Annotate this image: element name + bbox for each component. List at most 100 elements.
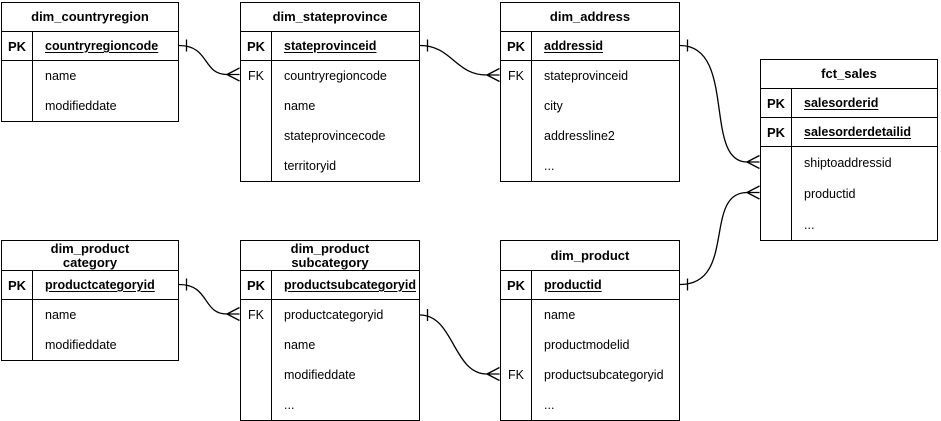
key-cell: PK <box>2 32 33 60</box>
field-name: name <box>45 69 77 83</box>
field-row: FK productsubcategoryid <box>501 360 679 390</box>
field-name: ... <box>544 398 555 412</box>
relationship-productsubcategory-product <box>419 309 500 382</box>
entity-dim-address: dim_address PK addressid FK stateprovinc… <box>500 2 680 182</box>
pk-row: PK countryregioncode <box>2 32 178 61</box>
key-cell: PK <box>501 271 532 299</box>
entity-dim-productcategory: dim_product category PK productcategoryi… <box>1 240 179 361</box>
entity-dim-product: dim_product PK productid name productmod… <box>500 240 680 421</box>
field-row: ... <box>241 390 419 420</box>
key-cell <box>241 360 272 390</box>
entity-title: dim_countryregion <box>2 3 178 32</box>
field-row: ... <box>501 390 679 420</box>
field-row: modifieddate <box>2 91 178 121</box>
field-name: countryregioncode <box>284 69 387 83</box>
relationship-productcategory-productsubcategory <box>178 278 240 322</box>
key-cell: PK <box>501 32 532 60</box>
pk-row: PK productsubcategoryid <box>241 271 419 300</box>
entity-title: dim_address <box>501 3 679 32</box>
relationship-product-fctsales <box>679 185 760 291</box>
entity-dim-productsubcategory: dim_product subcategory PK productsubcat… <box>240 240 420 421</box>
entity-title: fct_sales <box>761 60 937 89</box>
key-cell <box>241 151 272 181</box>
field-name: stateprovinceid <box>544 69 629 83</box>
field-row: ... <box>761 209 937 240</box>
field-name: territoryid <box>284 159 337 173</box>
relationship-stateprovince-address <box>419 39 500 83</box>
field-row: ... <box>501 151 679 181</box>
crow-foot-marker <box>746 185 760 200</box>
pk-row: PK salesorderid <box>761 89 937 118</box>
field-name: city <box>544 99 563 113</box>
field-name: addressid <box>544 39 604 53</box>
crow-foot-marker <box>486 366 500 382</box>
crow-foot-marker <box>226 306 240 322</box>
field-row: name <box>241 330 419 360</box>
field-name: modifieddate <box>284 368 356 382</box>
field-row: modifieddate <box>2 330 178 360</box>
field-row: name <box>2 300 178 330</box>
key-cell <box>2 61 33 91</box>
field-name: salesorderdetailid <box>804 125 911 139</box>
field-name: name <box>284 338 316 352</box>
pk-row: PK stateprovinceid <box>241 32 419 61</box>
key-cell <box>2 330 33 360</box>
field-name: addressline2 <box>544 129 615 143</box>
field-row: productid <box>761 178 937 209</box>
field-row: name <box>241 91 419 121</box>
key-cell: FK <box>501 360 532 390</box>
entity-title: dim_product <box>501 241 679 271</box>
field-name: productmodelid <box>544 338 630 352</box>
field-row: name <box>501 300 679 330</box>
field-row: FK productcategoryid <box>241 300 419 330</box>
pk-row: PK productcategoryid <box>2 271 178 300</box>
field-row: stateprovincecode <box>241 121 419 151</box>
key-cell <box>501 330 532 360</box>
key-cell <box>501 151 532 181</box>
field-name: productcategoryid <box>284 308 384 322</box>
entity-title: dim_stateprovince <box>241 3 419 32</box>
field-name: productsubcategoryid <box>284 278 416 292</box>
key-cell: PK <box>241 271 272 299</box>
field-name: stateprovincecode <box>284 129 386 143</box>
field-name: productid <box>544 278 602 292</box>
field-name: productid <box>804 186 856 201</box>
field-row: name <box>2 61 178 91</box>
key-cell <box>241 91 272 121</box>
crow-foot-marker <box>746 154 760 170</box>
field-name: stateprovinceid <box>284 39 377 53</box>
field-name: shiptoaddressid <box>804 155 892 170</box>
field-row: city <box>501 91 679 121</box>
key-cell: PK <box>2 271 33 299</box>
pk-row: PK salesorderdetailid <box>761 118 937 147</box>
key-cell: PK <box>241 32 272 60</box>
key-cell: PK <box>761 118 792 146</box>
field-name: productsubcategoryid <box>544 368 664 382</box>
crow-foot-marker <box>226 67 240 82</box>
field-row: territoryid <box>241 151 419 181</box>
field-name: modifieddate <box>45 338 117 352</box>
entity-dim-countryregion: dim_countryregion PK countryregioncode n… <box>1 2 179 122</box>
field-name: ... <box>544 159 555 173</box>
field-name: name <box>45 308 77 322</box>
key-cell <box>2 91 33 121</box>
key-cell: PK <box>761 89 792 117</box>
field-name: productcategoryid <box>45 278 155 292</box>
entity-dim-stateprovince: dim_stateprovince PK stateprovinceid FK … <box>240 2 420 182</box>
field-name: name <box>544 308 576 322</box>
key-cell: FK <box>241 300 272 330</box>
pk-row: PK addressid <box>501 32 679 61</box>
entity-title: dim_product category <box>2 241 178 271</box>
field-name: ... <box>284 398 295 412</box>
field-name: modifieddate <box>45 99 117 113</box>
field-name: countryregioncode <box>45 39 159 53</box>
field-row: modifieddate <box>241 360 419 390</box>
entity-title: dim_product subcategory <box>241 241 419 271</box>
key-cell <box>2 300 33 330</box>
key-cell <box>761 209 792 240</box>
key-cell: FK <box>241 61 272 91</box>
field-row: FK stateprovinceid <box>501 61 679 91</box>
pk-row: PK productid <box>501 271 679 300</box>
field-row: productmodelid <box>501 330 679 360</box>
